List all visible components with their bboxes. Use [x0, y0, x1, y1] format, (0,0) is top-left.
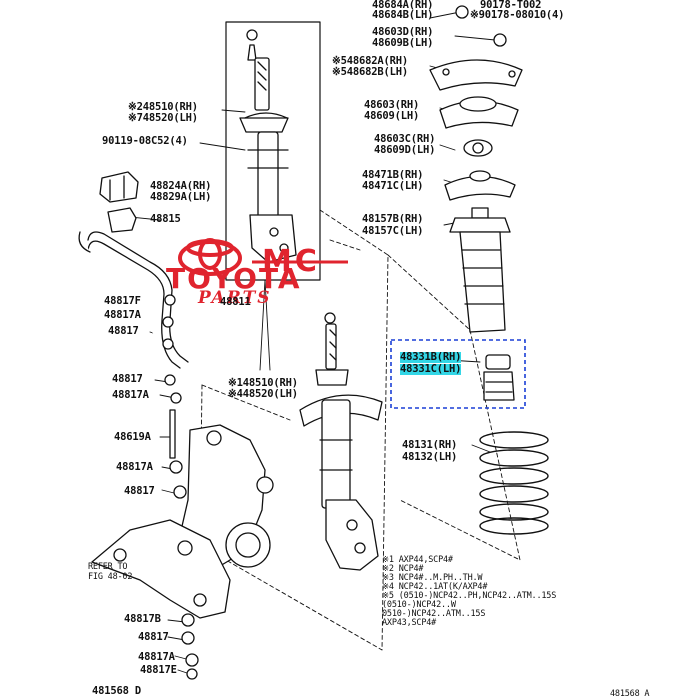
part-label: 48609B(LH): [372, 37, 434, 49]
part-label: 48829A(LH): [150, 191, 212, 203]
part-label: 48817A: [116, 461, 153, 473]
part-label: 48603C(RH): [374, 133, 436, 145]
part-label: 48131(RH): [402, 439, 458, 451]
part-label: 48817F: [104, 295, 141, 307]
stabilizer-parts: [78, 171, 189, 404]
knuckle-and-arm: [91, 409, 274, 680]
part-label: 90119-08C52(4): [102, 135, 188, 147]
part-label-highlighted: 48331B(RH): [400, 351, 462, 363]
lower-strut: [299, 312, 383, 571]
part-label: ※148510(RH): [228, 377, 298, 389]
part-label: 48471B(RH): [362, 169, 424, 181]
note-line: ※3 NCP4#..M.PH..TH.W: [382, 573, 483, 583]
note-line: 0510-)NCP42..ATM..15S: [382, 609, 486, 619]
note-line: AXP43,SCP4#: [382, 618, 437, 628]
highlight-box: [390, 339, 526, 409]
part-label: ※90178-08010(4): [470, 9, 565, 21]
note-line: ※5 (0510-)NCP42..PH,NCP42..ATM..15S: [382, 591, 557, 601]
part-label: ※548682A(RH): [332, 55, 408, 67]
toyota-logo-emblem: [178, 238, 242, 276]
part-label: 48684B(LH): [372, 9, 434, 21]
watermark-line2: TOYOTA: [166, 262, 302, 295]
diagram-id: 481568 D: [92, 685, 141, 697]
part-label: 48811: [220, 296, 251, 308]
part-label: 48132(LH): [402, 451, 458, 463]
coil-spring: [479, 431, 549, 535]
part-label: ※448520(LH): [228, 388, 298, 400]
part-label: 48817: [138, 631, 169, 643]
part-label: 48609(LH): [364, 110, 420, 122]
part-label: 48609D(LH): [374, 144, 436, 156]
upper-spring-seat: [244, 112, 288, 119]
note-line: ※4 NCP42..1AT(K/AXP4#: [382, 582, 488, 592]
part-label: 48817: [108, 325, 139, 337]
part-label: 48157C(LH): [362, 225, 424, 237]
part-label: ※548682B(LH): [332, 66, 408, 78]
part-label-highlighted: 48331C(LH): [400, 363, 462, 375]
diagram-id: 481568 A: [610, 689, 650, 699]
note-line: ※1 AXP44,SCP4#: [382, 555, 453, 565]
part-label: 48817B: [124, 613, 161, 625]
upper-strut: [239, 29, 297, 263]
watermark-line3: PARTS: [198, 288, 272, 308]
part-label: 48824A(RH): [150, 180, 212, 192]
watermark-line1: MC: [262, 244, 320, 279]
part-label: 90178-T002: [480, 0, 542, 11]
part-label: ※248510(RH): [128, 101, 198, 113]
part-label: 48815: [150, 213, 181, 225]
part-label: 48684A(RH): [372, 0, 434, 11]
refer-note: FIG 48-02: [88, 572, 133, 582]
part-label: 48817: [112, 373, 143, 385]
upper-strut-frame: [225, 21, 321, 281]
right-column-parts: [429, 5, 523, 401]
part-label: 48817A: [138, 651, 175, 663]
part-label: ※748520(LH): [128, 112, 198, 124]
part-label: 48817: [124, 485, 155, 497]
part-label: 48603(RH): [364, 99, 420, 111]
part-label: 48603D(RH): [372, 26, 434, 38]
applicability-notes: ※1 AXP44,SCP4# ※2 NCP4# ※3 NCP4#..M.PH..…: [382, 556, 556, 628]
refer-note: REFER TO: [88, 562, 128, 572]
part-label: 48157B(RH): [362, 213, 424, 225]
part-label: 48817E: [140, 664, 177, 676]
part-label: 48817A: [112, 389, 149, 401]
part-label: 48471C(LH): [362, 180, 424, 192]
note-line: ※2 NCP4#: [382, 564, 424, 574]
note-line: (0510-)NCP42..W: [382, 600, 456, 610]
part-label: 48817A: [104, 309, 141, 321]
part-label: 48619A: [114, 431, 151, 443]
